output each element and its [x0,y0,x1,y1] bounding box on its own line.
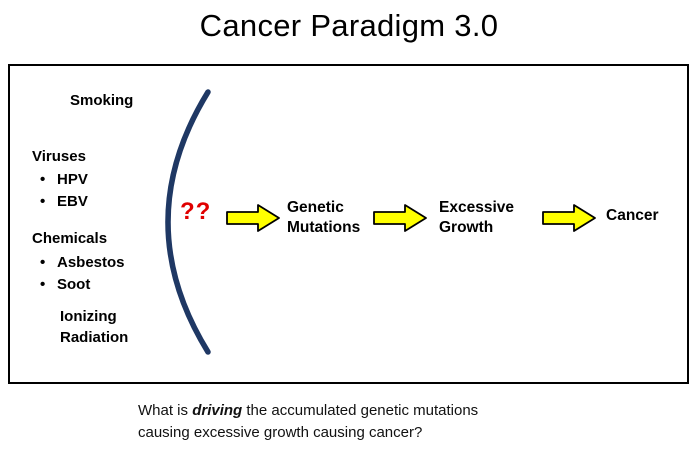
flow-step-excessive-growth: Excessive Growth [439,199,514,236]
cause-radiation: Ionizing Radiation [60,308,129,346]
list-item: • Asbestos [40,254,125,271]
diagram-box: Smoking Viruses • HPV • EBV Chemicals • … [8,64,689,384]
bullet-icon: • [40,276,46,293]
cause-smoking: Smoking [70,92,134,109]
cause-chemicals-label: Chemicals [32,230,108,247]
cause-item-soot: Soot [57,276,91,293]
slide-title: Cancer Paradigm 3.0 [199,8,499,43]
bullet-icon: • [40,171,46,188]
grouping-bracket-icon [165,89,211,355]
right-arrow-icon [542,204,596,232]
right-arrow-icon [226,204,280,232]
list-item: • EBV [40,193,88,210]
cause-viruses-label: Viruses [32,148,86,165]
caption-post: the accumulated genetic mutations causin… [138,402,479,441]
right-arrow-icon [373,204,427,232]
cause-item-ebv: EBV [57,193,88,210]
caption: What is driving the accumulated genetic … [138,400,526,444]
cause-item-asbestos: Asbestos [57,254,125,271]
cause-item-hpv: HPV [57,171,88,188]
list-item: • HPV [40,171,88,188]
caption-emphasis: driving [192,402,243,419]
list-item: • Soot [40,276,90,293]
flow-step-genetic-mutations: Genetic Mutations [287,199,361,236]
bullet-icon: • [40,193,46,210]
question-marks: ?? [180,198,212,225]
bullet-icon: • [40,254,46,271]
flow-step-cancer: Cancer [606,207,659,224]
caption-pre: What is [138,402,193,419]
